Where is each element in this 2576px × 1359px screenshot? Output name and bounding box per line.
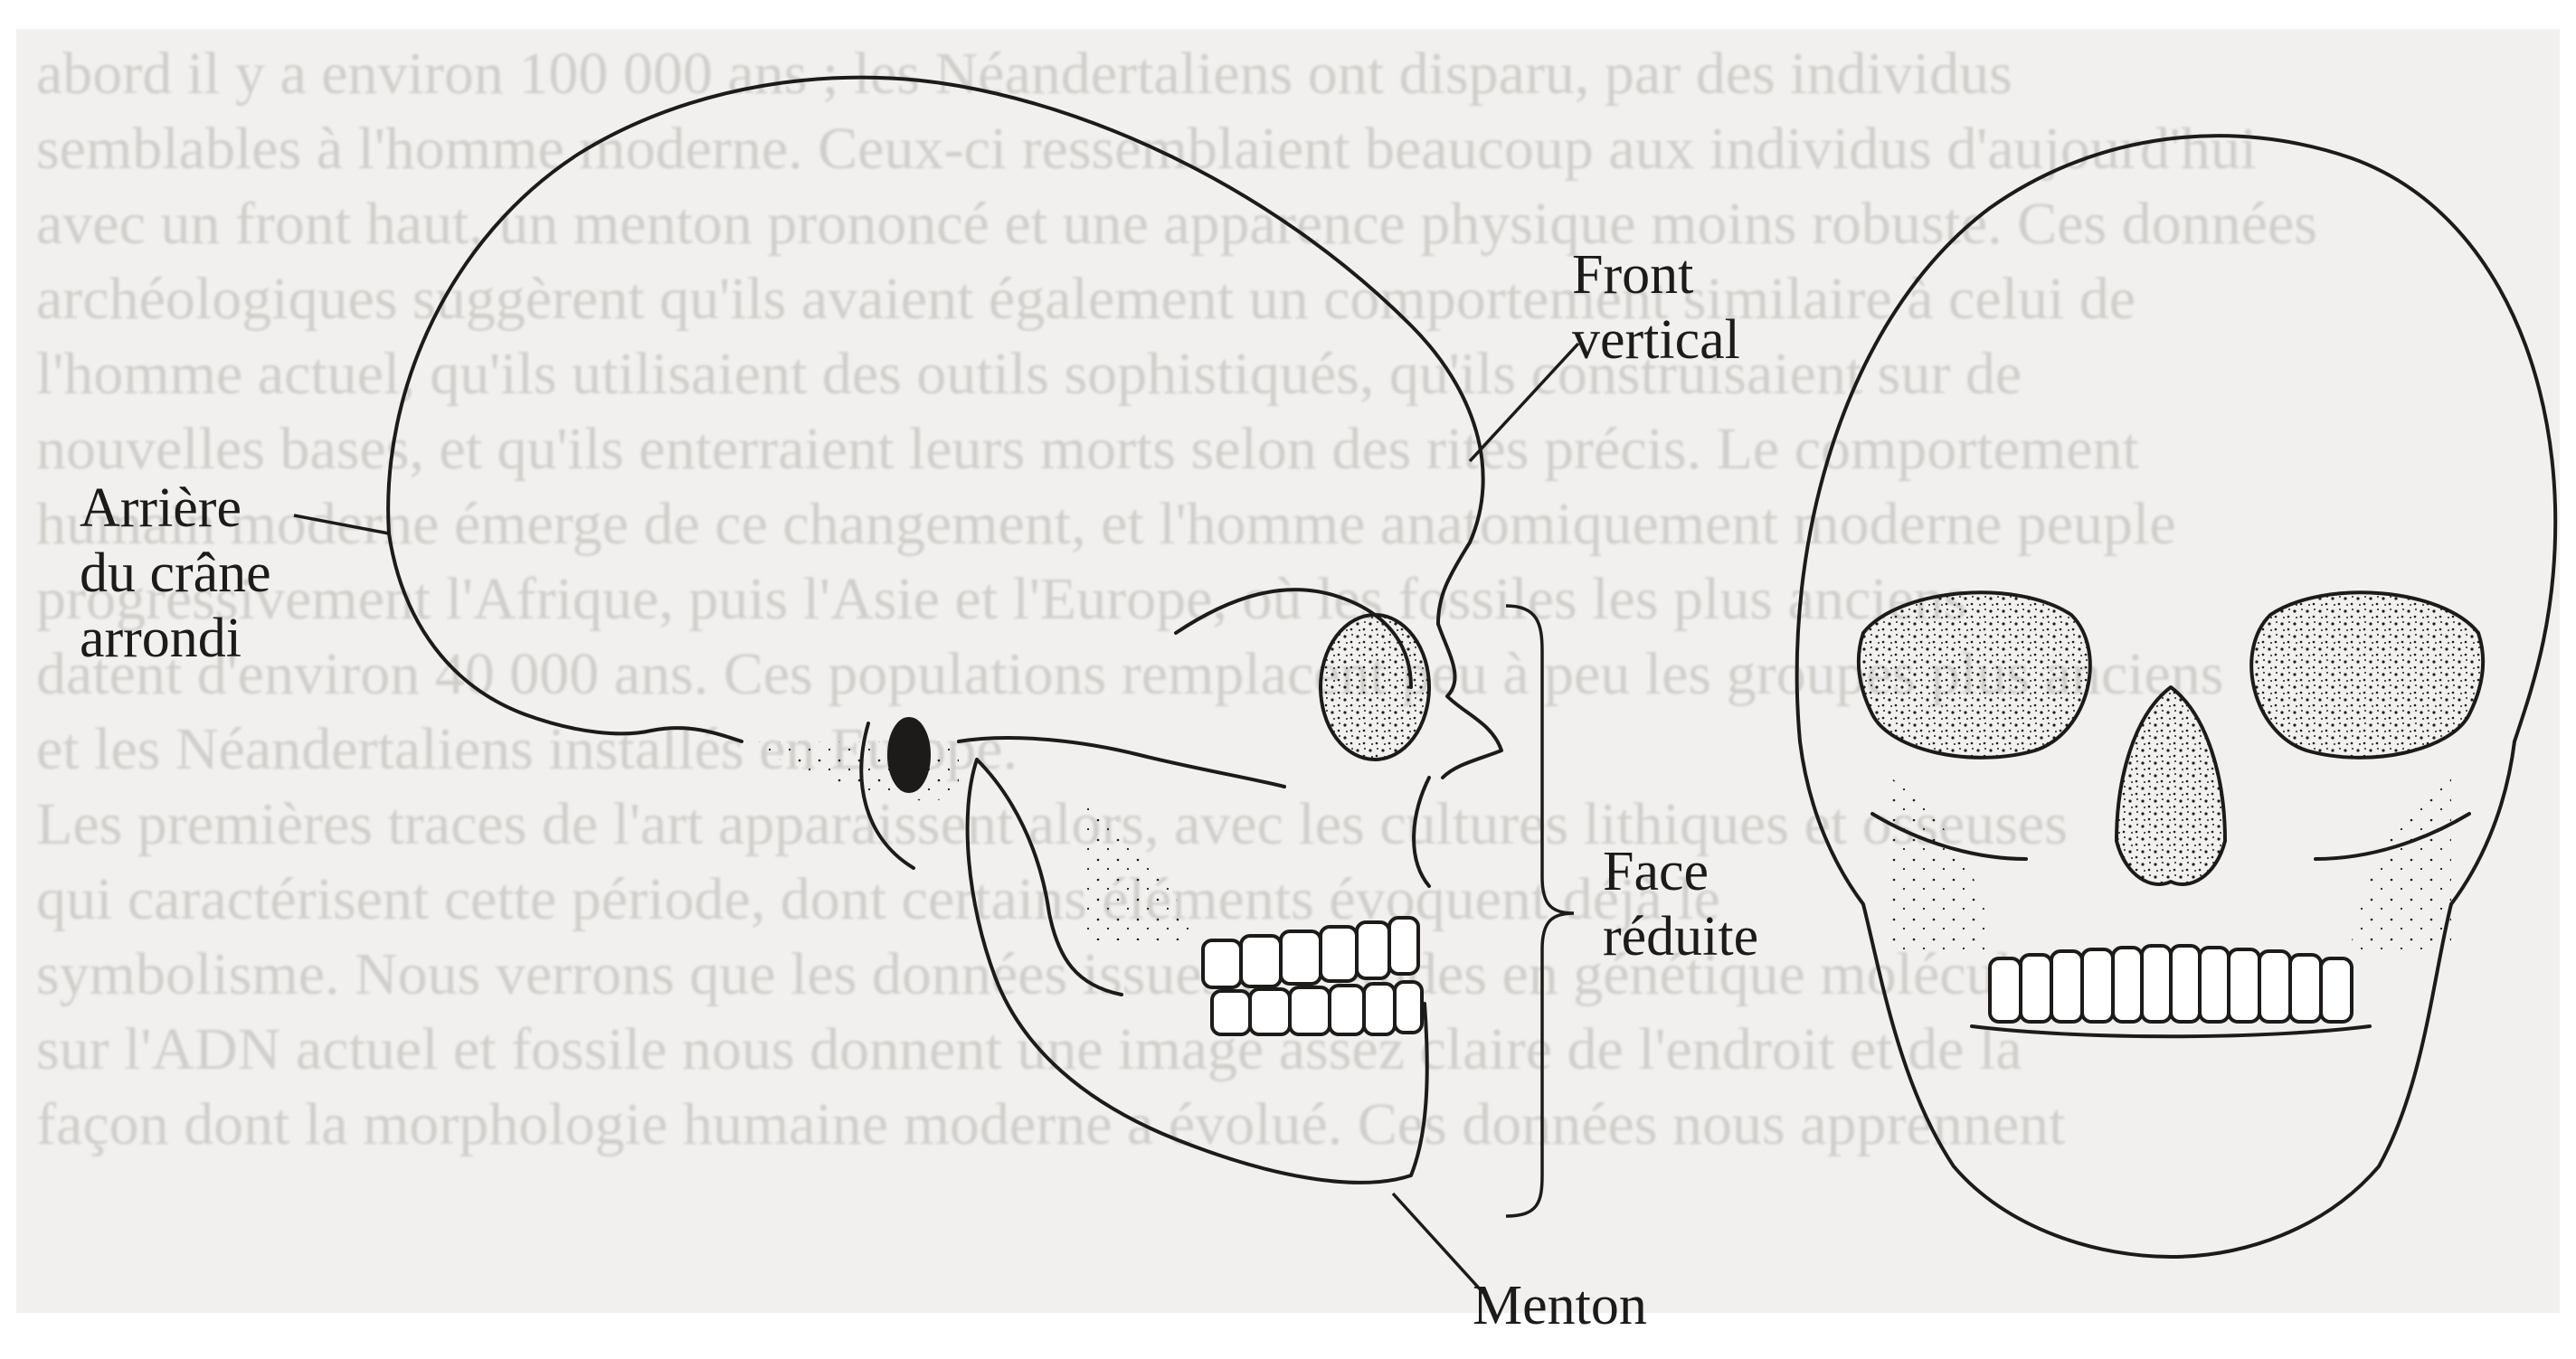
- lateral-zygomatic: [959, 738, 1284, 787]
- label-line: arrondi: [80, 606, 271, 671]
- leader-chin: [1393, 1194, 1483, 1293]
- lateral-brow: [1438, 624, 1501, 778]
- frontal-shading-right: [2352, 778, 2451, 949]
- leader-back-of-skull: [294, 515, 389, 533]
- lateral-skull: [388, 78, 1501, 1183]
- label-forehead: Front vertical: [1572, 242, 1740, 373]
- frontal-left-orbit: [1859, 592, 2090, 758]
- label-line: Face: [1603, 839, 1758, 904]
- label-leaders: [294, 344, 1578, 1293]
- frontal-skull: [1797, 136, 2556, 1257]
- lateral-shading: [742, 741, 959, 800]
- label-line: réduite: [1603, 904, 1758, 969]
- lateral-orbit: [1321, 615, 1429, 760]
- lateral-occiput: [389, 533, 742, 741]
- label-line: Front: [1572, 242, 1740, 307]
- label-chin: Menton: [1473, 1273, 1647, 1338]
- label-line: Arrière: [80, 476, 271, 541]
- frontal-jaw-line: [1972, 1026, 2370, 1036]
- frontal-upper-teeth: [1990, 946, 2352, 1022]
- face-brace: [1506, 606, 1574, 1216]
- frontal-right-orbit: [2251, 592, 2483, 758]
- frontal-nasal-cavity: [2117, 687, 2225, 884]
- lateral-upper-teeth: [1203, 918, 1418, 987]
- lateral-nasal: [1414, 778, 1429, 886]
- lateral-lower-teeth: [1212, 982, 1422, 1034]
- label-face: Face réduite: [1603, 839, 1758, 969]
- leader-forehead: [1470, 344, 1578, 461]
- label-line: Menton: [1473, 1273, 1647, 1338]
- label-line: du crâne: [80, 541, 271, 606]
- lateral-cranium-outline: [388, 78, 1483, 624]
- label-back-of-skull: Arrière du crâne arrondi: [80, 476, 271, 671]
- lateral-shading-face: [1085, 796, 1194, 940]
- label-line: vertical: [1572, 307, 1740, 373]
- frontal-shading: [1890, 778, 1990, 949]
